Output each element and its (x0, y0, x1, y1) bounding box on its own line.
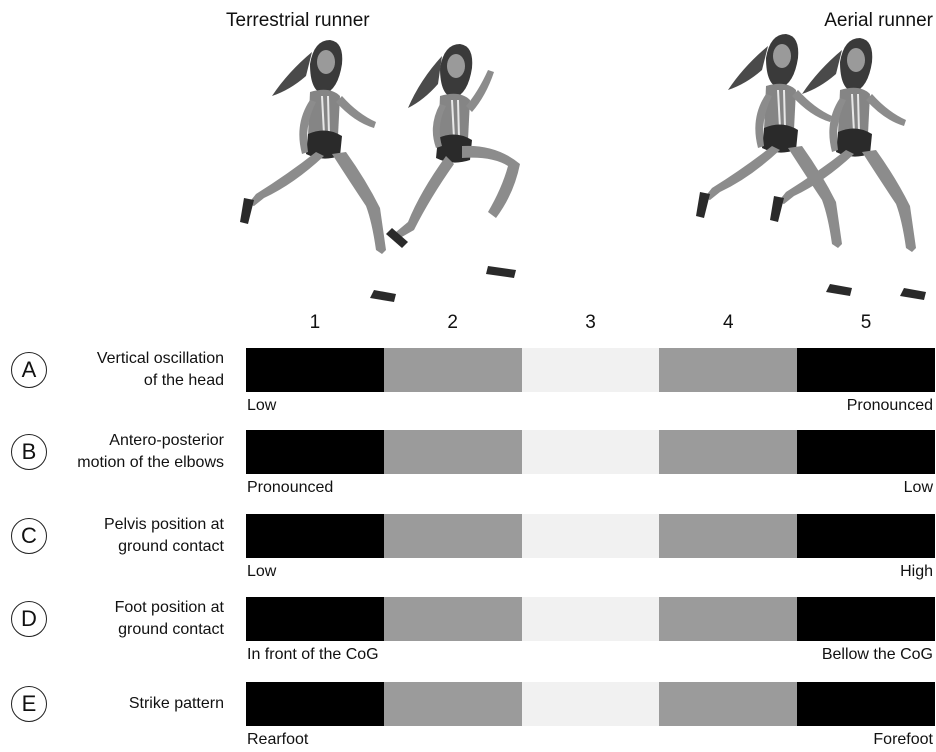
left-end-label: Low (247, 563, 277, 580)
terrestrial-runner-title: Terrestrial runner (226, 10, 370, 31)
scale-segment-3 (521, 430, 660, 474)
row-label: Vertical oscillation of the head (96, 350, 224, 389)
scale-segment-5 (797, 430, 935, 474)
scale-segment-5 (797, 682, 935, 726)
scale-number-1: 1 (309, 312, 321, 333)
scale-segment-3 (521, 514, 660, 558)
row-letter-badge: B (11, 434, 47, 470)
left-end-label: Pronounced (247, 479, 334, 496)
scale-segment-1 (246, 597, 384, 641)
row-letter-badge: D (11, 601, 47, 637)
row-letter-badge: A (11, 352, 47, 388)
scale-number-3: 3 (585, 312, 596, 333)
scale-segment-5 (797, 348, 935, 392)
right-end-label: Low (903, 479, 933, 496)
runner-figure-1 (239, 39, 397, 303)
row-label: Foot position at ground contact (114, 599, 224, 638)
scale-bar (246, 430, 935, 474)
row-letter-badge: C (11, 518, 47, 554)
scale-segment-2 (383, 682, 522, 726)
scale-segment-3 (521, 348, 660, 392)
scale-segment-4 (659, 682, 798, 726)
scale-segment-1 (246, 348, 384, 392)
scale-segment-2 (383, 514, 522, 558)
scale-number-2: 2 (447, 312, 458, 333)
runner-figure-2 (385, 43, 521, 279)
scale-segment-1 (246, 682, 384, 726)
row-label: Pelvis position at ground contact (103, 516, 224, 555)
left-end-label: Rearfoot (247, 731, 309, 748)
aerial-runner-title: Aerial runner (824, 10, 933, 31)
row-d: D Foot position at ground contact In front… (0, 597, 936, 667)
left-end-label: In front of the CoG (247, 646, 379, 663)
row-letter-badge: E (11, 686, 47, 722)
scale-segment-1 (246, 514, 384, 558)
scale-bar (246, 514, 935, 558)
scale-segment-4 (659, 597, 798, 641)
scale-segment-4 (659, 348, 798, 392)
scale-segment-4 (659, 514, 798, 558)
scale-segment-3 (521, 682, 660, 726)
scale-bar (246, 348, 935, 392)
right-end-label: Bellow the CoG (821, 646, 933, 663)
scale-segment-5 (797, 597, 935, 641)
scale-segment-3 (521, 597, 660, 641)
row-label: Strike pattern (128, 695, 224, 712)
scale-segment-4 (659, 430, 798, 474)
right-end-label: Forefoot (873, 731, 933, 748)
runner-illustrations (239, 33, 927, 303)
right-end-label: High (900, 563, 933, 580)
scale-segment-2 (383, 597, 522, 641)
left-end-label: Low (247, 397, 277, 414)
row-label: Antero-posterior motion of the elbows (77, 432, 224, 471)
scale-segment-5 (797, 514, 935, 558)
runner-figure-5 (769, 37, 927, 301)
scale-bar (246, 682, 935, 726)
scale-segment-2 (383, 430, 522, 474)
scale-number-4: 4 (723, 312, 734, 333)
scale-number-5: 5 (860, 312, 872, 333)
right-end-label: Pronounced (846, 397, 933, 414)
scale-segment-1 (246, 430, 384, 474)
scale-bar (246, 597, 935, 641)
scale-segment-2 (383, 348, 522, 392)
